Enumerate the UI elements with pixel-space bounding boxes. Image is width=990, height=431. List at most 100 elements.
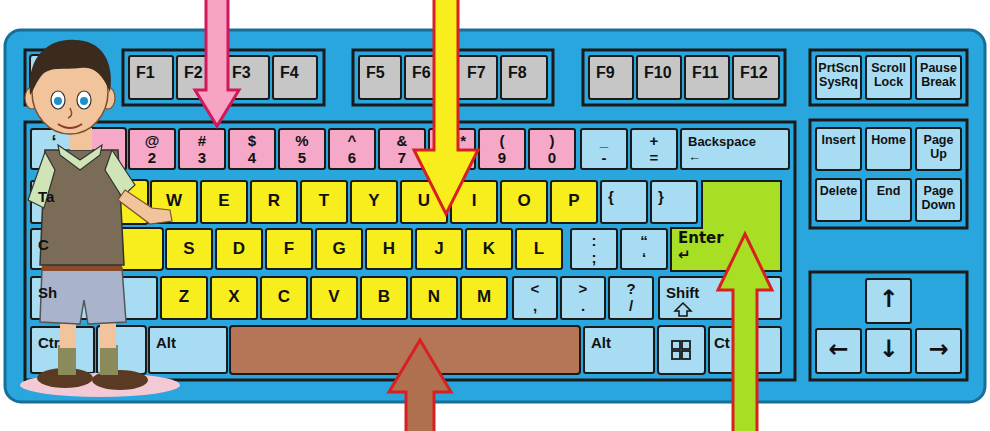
key-label: L xyxy=(534,239,544,259)
system-key: PrtScn SysRq xyxy=(815,55,862,100)
boy-figure-part xyxy=(105,150,135,197)
system-key: Insert xyxy=(815,127,862,171)
windows-icon xyxy=(672,341,690,359)
key-group-frame xyxy=(25,50,967,380)
letter-key: S xyxy=(165,228,213,270)
letter-key: F xyxy=(265,228,313,270)
key-label: < xyxy=(531,281,540,298)
key-label: > xyxy=(579,281,588,298)
yellow-pointer-arrow xyxy=(414,0,478,214)
symbol-key: _- xyxy=(580,128,628,170)
key-label: Delete xyxy=(820,184,858,198)
keyboard-case xyxy=(5,30,985,402)
key-label: “ xyxy=(640,233,648,250)
key-label: # xyxy=(198,133,206,150)
key-label: ← xyxy=(688,150,701,165)
key-label: Insert xyxy=(821,133,855,147)
letter-key: B xyxy=(360,276,408,320)
key-label: End xyxy=(877,184,901,198)
shift-symbol xyxy=(675,303,691,316)
letter-key: K xyxy=(465,228,513,270)
key-label: $ xyxy=(248,133,256,150)
key-label: Pause Break xyxy=(917,61,960,90)
key-label: Enter xyxy=(678,230,724,247)
key-label: 3 xyxy=(198,150,206,167)
function-key: F5 xyxy=(358,55,402,100)
windows-icon-part xyxy=(682,341,690,349)
key-label: B xyxy=(378,287,390,307)
modifier-key: Alt xyxy=(583,326,655,374)
letter-key: N xyxy=(410,276,458,320)
key-label: F11 xyxy=(692,64,719,82)
letter-key: X xyxy=(210,276,258,320)
key-label: Shift xyxy=(666,284,699,301)
function-key: F4 xyxy=(272,55,318,100)
key-label: D xyxy=(233,239,245,259)
boy-figure xyxy=(20,40,180,397)
key-label: * xyxy=(460,133,466,150)
key-label: X xyxy=(228,287,239,307)
letter-key: O xyxy=(500,180,548,224)
boy-figure-part xyxy=(68,108,72,118)
function-key: F12 xyxy=(732,55,780,100)
function-key: F1 xyxy=(128,55,174,100)
key-label: Sh xyxy=(38,284,57,301)
key-label: { xyxy=(608,188,614,205)
modifier-key: } xyxy=(650,180,698,224)
key-group-frame-part xyxy=(810,272,967,380)
letter-key: J xyxy=(415,228,463,270)
key-label: ↵ xyxy=(678,247,691,264)
key-label: Page Down xyxy=(917,184,960,213)
key-label: ; xyxy=(592,250,597,267)
boy-figure-part xyxy=(58,345,76,375)
function-key: F11 xyxy=(684,55,730,100)
key-label: F2 xyxy=(184,64,203,82)
number-key: $4 xyxy=(228,128,276,170)
key-label: : xyxy=(592,233,597,250)
number-key: ^6 xyxy=(328,128,376,170)
symbol-key: <, xyxy=(512,276,558,320)
key-label: K xyxy=(483,239,495,259)
key-label: = xyxy=(650,150,659,167)
number-key: @2 xyxy=(128,128,176,170)
symbol-key: >. xyxy=(560,276,606,320)
function-key: F9 xyxy=(588,55,634,100)
key-label: F4 xyxy=(280,64,299,82)
key-label: Ctr xyxy=(38,334,60,351)
system-key: End xyxy=(865,178,912,222)
key-label: F3 xyxy=(232,64,251,82)
number-key: %5 xyxy=(278,128,326,170)
key-label: I xyxy=(472,191,477,211)
system-key: Home xyxy=(865,127,912,171)
key-label: F1 xyxy=(136,64,155,82)
boy-figure-part xyxy=(54,97,62,105)
key-label: F12 xyxy=(740,64,768,82)
letter-key: H xyxy=(365,228,413,270)
letter-key: R xyxy=(250,180,298,224)
key-label: Ta xyxy=(38,188,54,205)
key-label: + xyxy=(650,133,659,150)
boy-figure-part xyxy=(100,345,118,375)
arrow-key: → xyxy=(915,328,962,374)
function-key: F10 xyxy=(636,55,682,100)
key-group-frame-part xyxy=(810,120,967,228)
number-key: )0 xyxy=(528,128,576,170)
key-label: F9 xyxy=(596,64,615,82)
key-label: G xyxy=(332,239,345,259)
system-key: Delete xyxy=(815,178,862,222)
key-label: ? xyxy=(626,281,635,298)
key-label: F5 xyxy=(366,64,385,82)
letter-key: C xyxy=(260,276,308,320)
key-label: . xyxy=(581,298,585,315)
key-label: / xyxy=(629,298,633,315)
key-label: ‘ xyxy=(642,250,646,267)
windows-key xyxy=(658,326,705,374)
number-key: (9 xyxy=(478,128,526,170)
key-label: , xyxy=(533,298,537,315)
symbol-key: += xyxy=(630,128,678,170)
key-label: Scroll Lock xyxy=(867,61,910,90)
boy-figure-part xyxy=(118,190,172,224)
key-label: } xyxy=(658,188,664,205)
letter-key: M xyxy=(460,276,508,320)
letter-key: E xyxy=(200,180,248,224)
